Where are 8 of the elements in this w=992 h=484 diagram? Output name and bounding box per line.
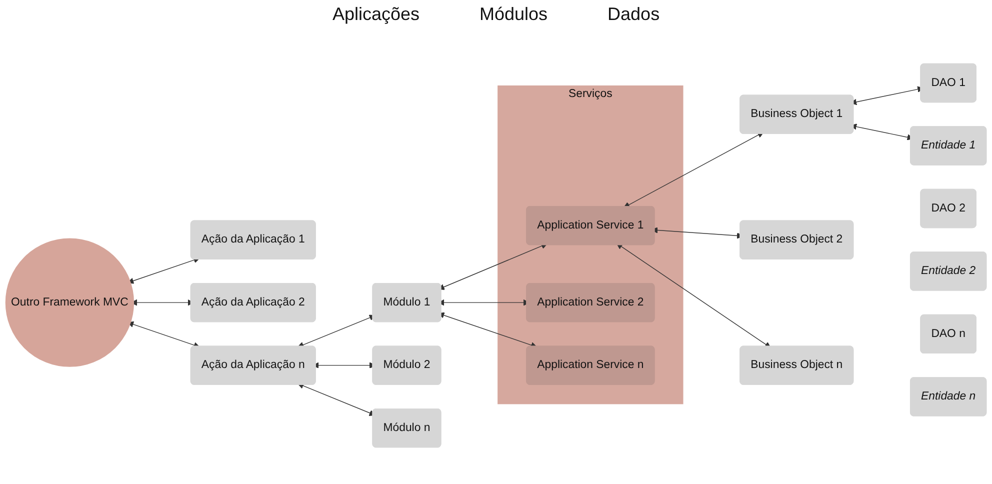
- arrow: [128, 257, 200, 284]
- column-heading: Aplicações: [332, 4, 420, 25]
- node-circle: Outro Framework MVC: [5, 238, 134, 367]
- column-heading: Módulos: [479, 4, 548, 25]
- arrow: [624, 132, 764, 208]
- arrow: [128, 321, 200, 348]
- column-heading: Dados: [608, 4, 660, 25]
- arrow: [616, 243, 771, 348]
